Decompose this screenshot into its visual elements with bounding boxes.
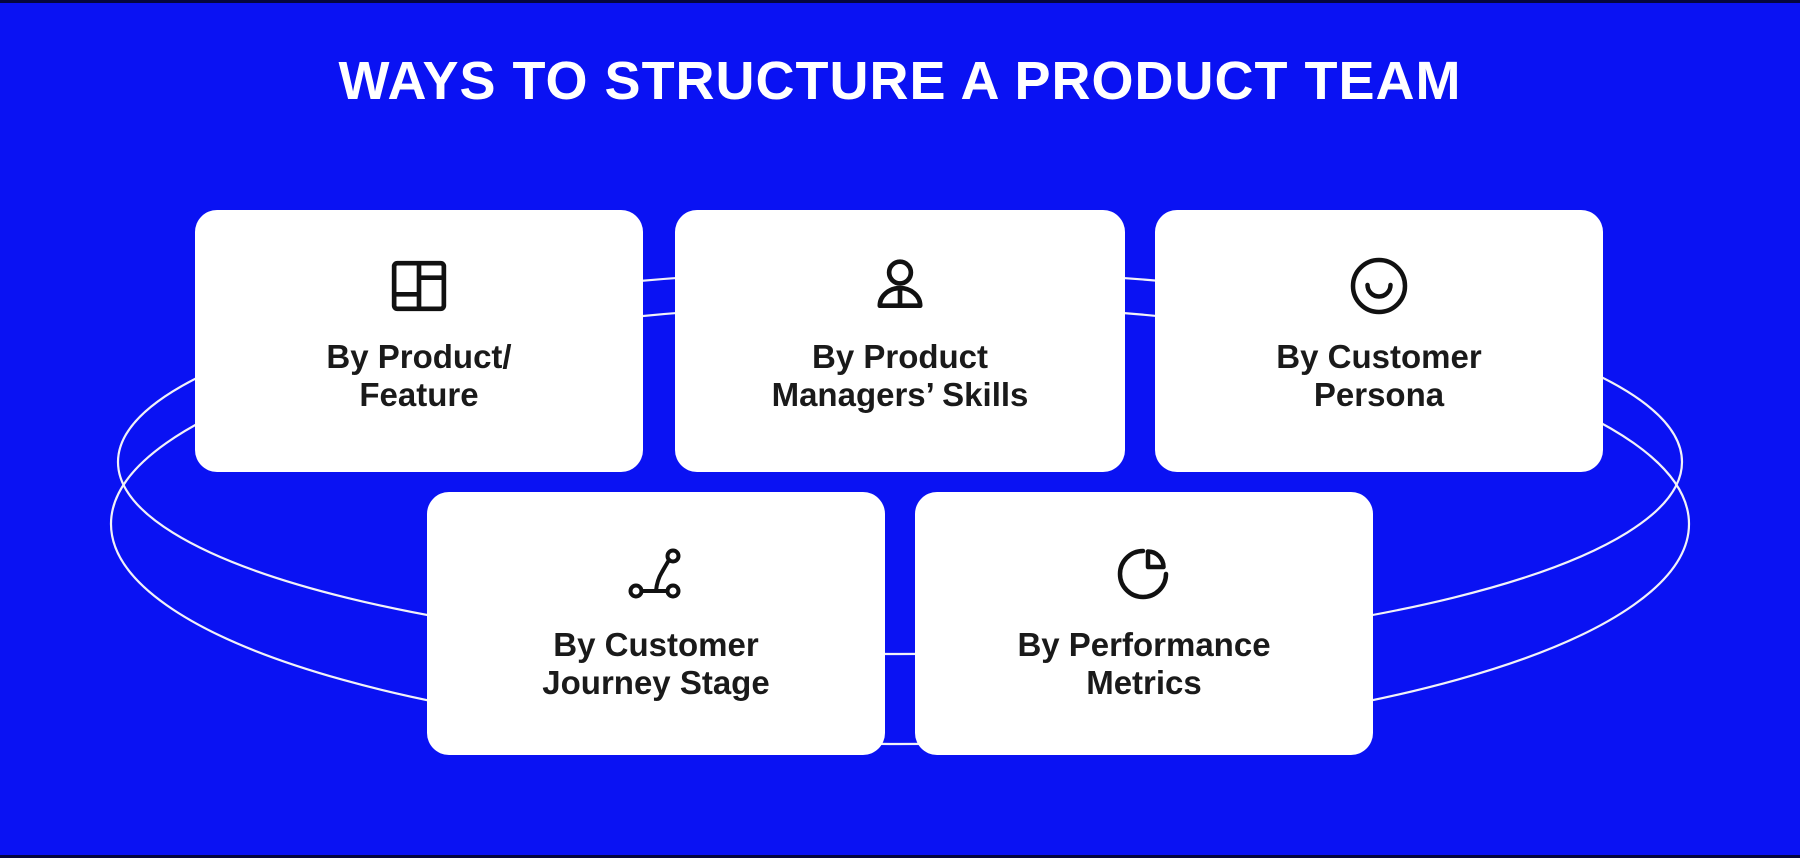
card-label: By Customer Persona: [1276, 338, 1482, 413]
smiley-face-icon: [1349, 256, 1409, 316]
layout-grid-icon: [390, 256, 448, 316]
card-label: By Performance Metrics: [1017, 626, 1271, 701]
card-label: By Product Managers’ Skills: [771, 338, 1029, 413]
person-icon: [871, 256, 929, 316]
card-by-product-feature: By Product/ Feature: [195, 210, 643, 472]
page-title: WAYS TO STRUCTURE A PRODUCT TEAM: [338, 51, 1462, 111]
card-by-performance-metrics: By Performance Metrics: [915, 492, 1373, 755]
card-by-product-managers-skills: By Product Managers’ Skills: [675, 210, 1125, 472]
pie-chart-icon: [1114, 544, 1174, 604]
journey-path-icon: [628, 544, 684, 604]
card-by-customer-persona: By Customer Persona: [1155, 210, 1603, 472]
card-by-customer-journey-stage: By Customer Journey Stage: [427, 492, 885, 755]
card-label: By Product/ Feature: [326, 338, 512, 413]
card-label: By Customer Journey Stage: [542, 626, 770, 701]
